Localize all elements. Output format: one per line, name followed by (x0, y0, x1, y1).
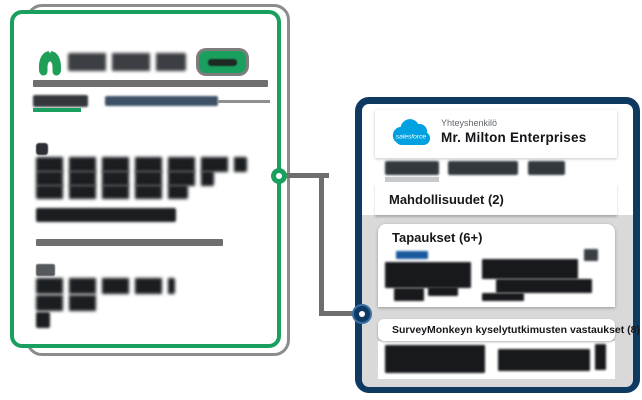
case-field-redacted (496, 279, 592, 293)
header-divider-bar (33, 80, 268, 87)
contact-header: salesforce Yhteyshenkilö Mr. Milton Ente… (375, 110, 617, 158)
tab-1-redacted[interactable] (385, 161, 439, 175)
primary-cta-label-redacted (208, 59, 237, 66)
secondary-tab-link-redacted[interactable] (105, 96, 218, 106)
heading-line-1-redacted (36, 157, 247, 172)
survey-field-redacted (498, 349, 590, 371)
surveymonkey-wordmark-redacted (68, 53, 186, 71)
opportunities-title: Mahdollisuudet (2) (389, 192, 504, 207)
surveymonkey-card (10, 10, 281, 348)
salesforce-card: salesforce Yhteyshenkilö Mr. Milton Ente… (355, 97, 640, 393)
tab-1-active-underline (385, 177, 439, 182)
connector-line-top (281, 173, 329, 178)
tab-3-redacted[interactable] (528, 161, 565, 175)
connector-line-bottom (319, 311, 360, 316)
survey-field-redacted (595, 344, 606, 370)
survey-field-redacted (385, 345, 485, 373)
connector-node-salesforce (352, 304, 372, 324)
case-field-redacted (428, 287, 458, 296)
content-divider-bar (36, 239, 223, 246)
primary-cta-button[interactable] (199, 51, 246, 73)
case-meta-redacted (584, 249, 598, 261)
survey-responses-title: SurveyMonkeyn kyselytutkimusten vastauks… (392, 324, 641, 336)
section-icon (36, 143, 48, 155)
list-item-icon (36, 264, 55, 276)
body-line-3-redacted (36, 312, 50, 328)
heading-line-3-redacted (36, 185, 188, 199)
body-line-2-redacted (36, 295, 100, 311)
salesforce-cloud-icon: salesforce (389, 117, 431, 150)
contact-name: Mr. Milton Enterprises (441, 130, 587, 145)
case-field-redacted (482, 259, 578, 279)
tab-row-rule (218, 100, 270, 103)
active-tab-underline (33, 108, 81, 112)
case-field-redacted (394, 288, 424, 301)
subheading-redacted (36, 208, 176, 222)
svg-text:salesforce: salesforce (396, 133, 427, 140)
survey-responses-section[interactable]: SurveyMonkeyn kyselytutkimusten vastauks… (378, 319, 640, 341)
tab-2-redacted[interactable] (448, 161, 518, 175)
case-field-redacted (385, 262, 471, 288)
cases-title: Tapaukset (6+) (392, 230, 483, 245)
connector-node-surveymonkey (271, 168, 287, 184)
opportunities-section[interactable]: Mahdollisuudet (2) (375, 184, 617, 215)
survey-responses-body (378, 341, 615, 379)
active-tab-redacted[interactable] (33, 95, 88, 107)
heading-line-2-redacted (36, 171, 214, 186)
case-field-redacted (482, 293, 524, 301)
connector-line-vertical (319, 173, 324, 316)
body-line-1-redacted (36, 278, 175, 294)
contact-type-label: Yhteyshenkilö (441, 118, 498, 128)
cases-section[interactable]: Tapaukset (6+) (378, 224, 615, 307)
case-link-redacted[interactable] (396, 251, 428, 259)
surveymonkey-monkey-icon (36, 48, 64, 78)
